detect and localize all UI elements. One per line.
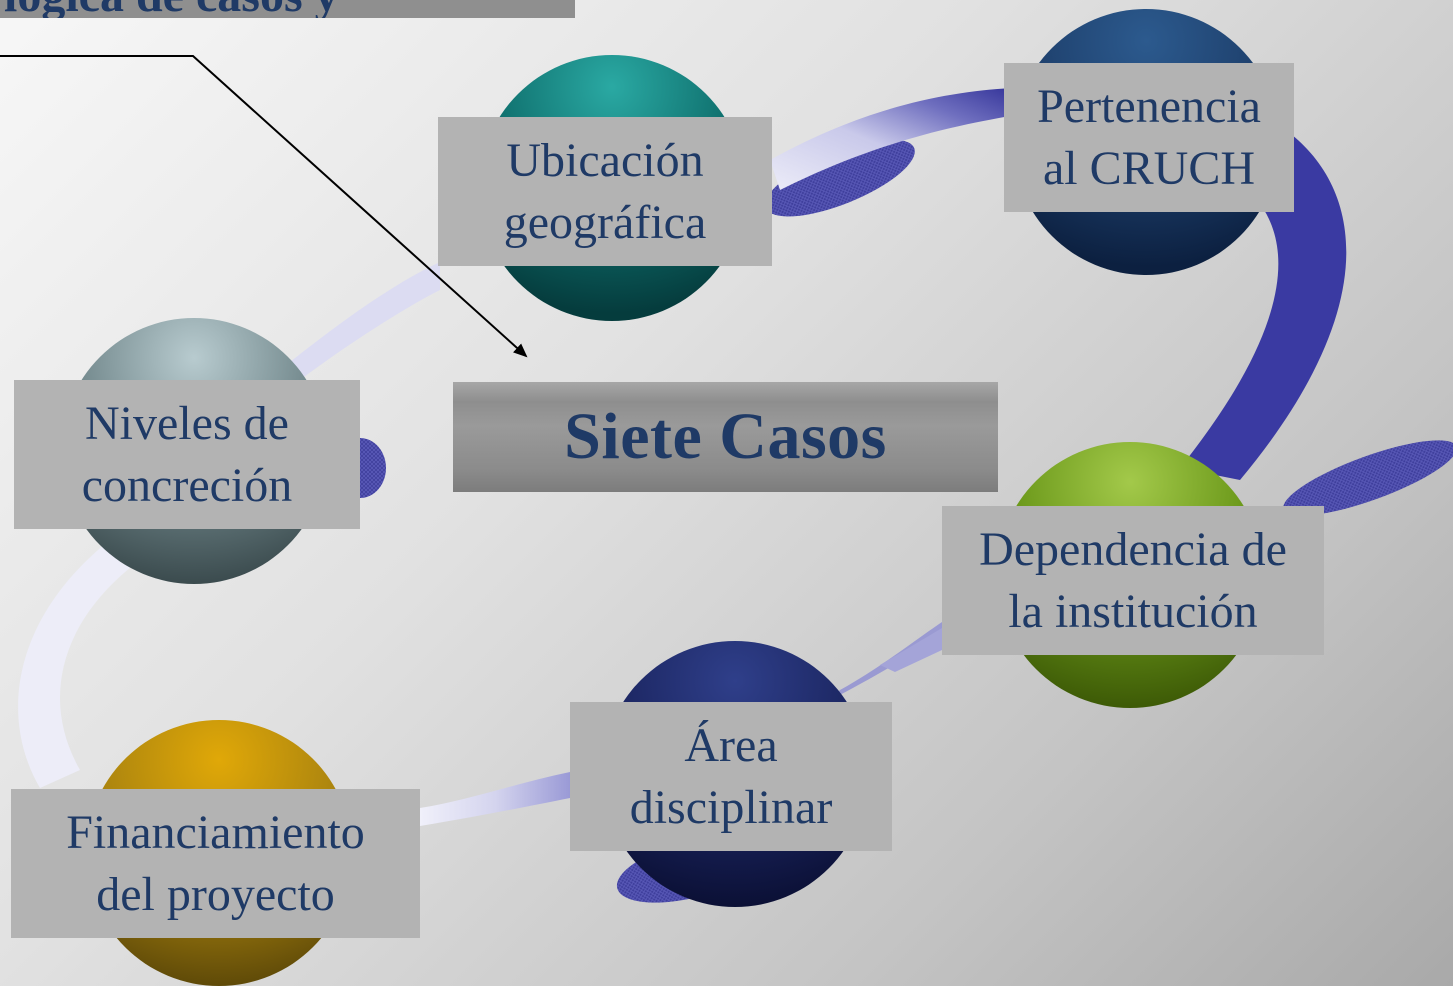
pointer-arrow: [0, 55, 528, 358]
slide-title: lógica de casos y: [4, 0, 339, 18]
orbit-ring-segment: [830, 620, 945, 700]
node-label: Niveles de concreción: [81, 396, 293, 512]
node-ubicacion: Ubicación geográfica: [438, 117, 772, 266]
orbit-ring-segment: [420, 772, 570, 826]
orbit-ring-segment: [1180, 126, 1347, 480]
hatch-shadow: [765, 139, 915, 217]
center-node: Siete Casos: [453, 382, 998, 492]
hatch-shadow: [1283, 440, 1453, 516]
node-pertenencia: Pertenencia al CRUCH: [1004, 63, 1294, 212]
orbit-ring-segment: [880, 628, 942, 672]
node-area: Área disciplinar: [570, 702, 892, 851]
node-label: Área disciplinar: [629, 718, 833, 834]
node-label: Pertenencia al CRUCH: [1037, 79, 1261, 195]
node-label: Dependencia de la institución: [979, 522, 1287, 638]
orbit-ring-segment: [280, 262, 440, 380]
orbit-ring-segment: [770, 88, 1012, 190]
node-label: Ubicación geográfica: [503, 133, 707, 249]
node-dependencia: Dependencia de la institución: [942, 506, 1324, 655]
node-label: Financiamiento del proyecto: [66, 805, 365, 921]
node-financiamiento: Financiamiento del proyecto: [11, 789, 420, 938]
node-niveles: Niveles de concreción: [14, 380, 360, 529]
orbit-ring-segment: [18, 540, 141, 788]
title-banner: lógica de casos y: [0, 0, 575, 18]
center-label: Siete Casos: [564, 400, 887, 473]
